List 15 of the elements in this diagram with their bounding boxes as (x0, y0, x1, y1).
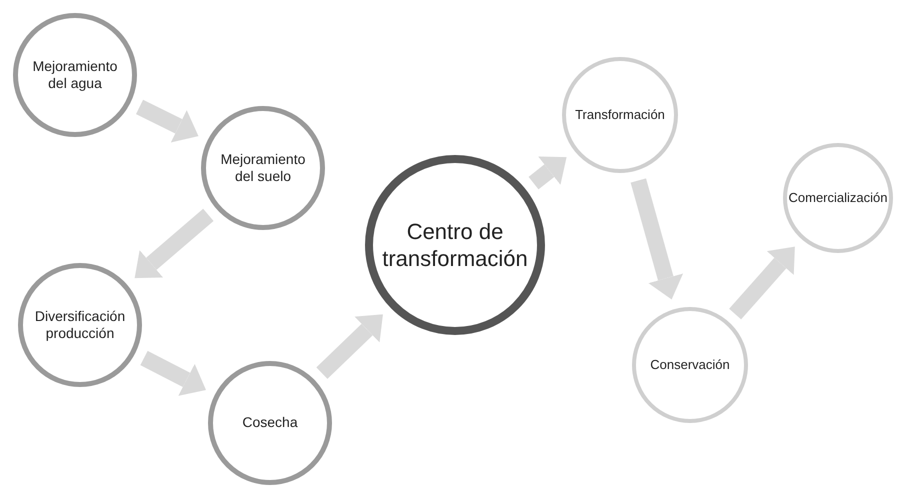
node-label: Comercialización (788, 190, 888, 206)
arrow (136, 100, 198, 142)
arrow (729, 246, 795, 320)
arrow (140, 350, 206, 396)
arrow (134, 208, 214, 278)
arrow (630, 178, 684, 300)
node-label: Transformación (574, 106, 666, 124)
arrow (528, 156, 567, 190)
arrow (316, 314, 383, 379)
node-label: Mejoramiento del agua (32, 58, 118, 92)
node-label: Mejoramiento del suelo (220, 150, 306, 186)
node-label: Diversificación producción (34, 308, 126, 342)
node-label: Conservación (649, 356, 731, 374)
node-label: Centro de transformación (381, 218, 529, 272)
node-label: Cosecha (241, 414, 299, 432)
